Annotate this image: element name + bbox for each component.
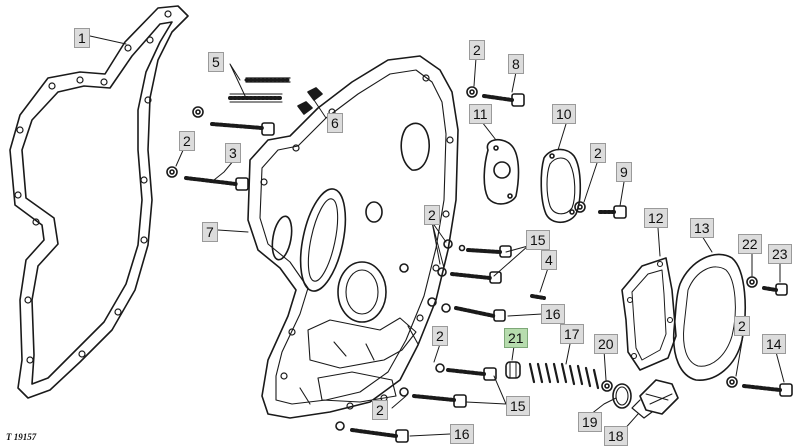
callout-2: 2: [469, 40, 485, 60]
callout-15: 15: [506, 396, 530, 416]
washer-part-20: [601, 380, 613, 392]
bolt-part-14: [726, 376, 793, 397]
bolt-part-16-lower: [335, 421, 409, 443]
callout-23: 23: [768, 244, 792, 264]
plug-part-18: [631, 379, 679, 419]
bolts-part-15-upper: [399, 239, 512, 284]
nuts-part-6: [297, 87, 323, 115]
callout-13: 13: [690, 218, 714, 238]
callout-12: 12: [644, 208, 668, 228]
valve-part-21: [505, 361, 521, 379]
cover-plate-part-10: [540, 148, 582, 224]
callout-14: 14: [762, 334, 786, 354]
callout-2: 2: [432, 326, 448, 346]
callout-2: 2: [372, 400, 388, 420]
callout-20: 20: [594, 334, 618, 354]
callout-2: 2: [734, 316, 750, 336]
callout-15: 15: [526, 230, 550, 250]
spring-part-17: [528, 362, 600, 390]
callout-7: 7: [202, 222, 218, 242]
gasket-part-11: [483, 138, 520, 205]
bolt-part-8: [466, 86, 525, 107]
leader-lines: [89, 35, 785, 437]
callout-2: 2: [590, 143, 606, 163]
callout-4: 4: [541, 250, 557, 270]
callout-8: 8: [508, 54, 524, 74]
callout-16: 16: [541, 304, 565, 324]
callout-6: 6: [327, 113, 343, 133]
cover-part-13: [672, 253, 746, 381]
bolt-part-3-lower: [166, 166, 249, 191]
callout-11: 11: [469, 104, 492, 124]
gasket-part-12: [621, 257, 677, 371]
callout-2: 2: [179, 131, 195, 151]
figure-reference: T 19157: [6, 432, 37, 442]
callout-22: 22: [738, 234, 762, 254]
bolt-part-3-upper: [192, 106, 275, 136]
studs-part-5: [228, 77, 292, 103]
callout-1: 1: [74, 28, 90, 48]
dowel-part-4: [530, 294, 546, 300]
callout-2: 2: [424, 205, 440, 225]
callout-9: 9: [616, 162, 632, 182]
callout-10: 10: [552, 104, 576, 124]
callout-3: 3: [225, 143, 241, 163]
washer-part-2-right: [574, 201, 586, 213]
bolt-part-16-mid: [427, 297, 506, 322]
callout-19: 19: [578, 412, 602, 432]
timing-cover-part-7: [247, 55, 459, 419]
callout-5: 5: [208, 52, 224, 72]
gasket-part-1: [9, 5, 189, 399]
callout-21: 21: [504, 328, 528, 348]
bolts-part-15-lower: [399, 363, 497, 408]
bolt-part-9: [598, 205, 627, 219]
ring-part-19: [612, 383, 632, 409]
callout-17: 17: [560, 324, 584, 344]
bolt-part-23: [762, 283, 788, 296]
washer-part-22: [746, 276, 758, 288]
callout-18: 18: [604, 426, 628, 446]
callout-16: 16: [450, 424, 474, 444]
